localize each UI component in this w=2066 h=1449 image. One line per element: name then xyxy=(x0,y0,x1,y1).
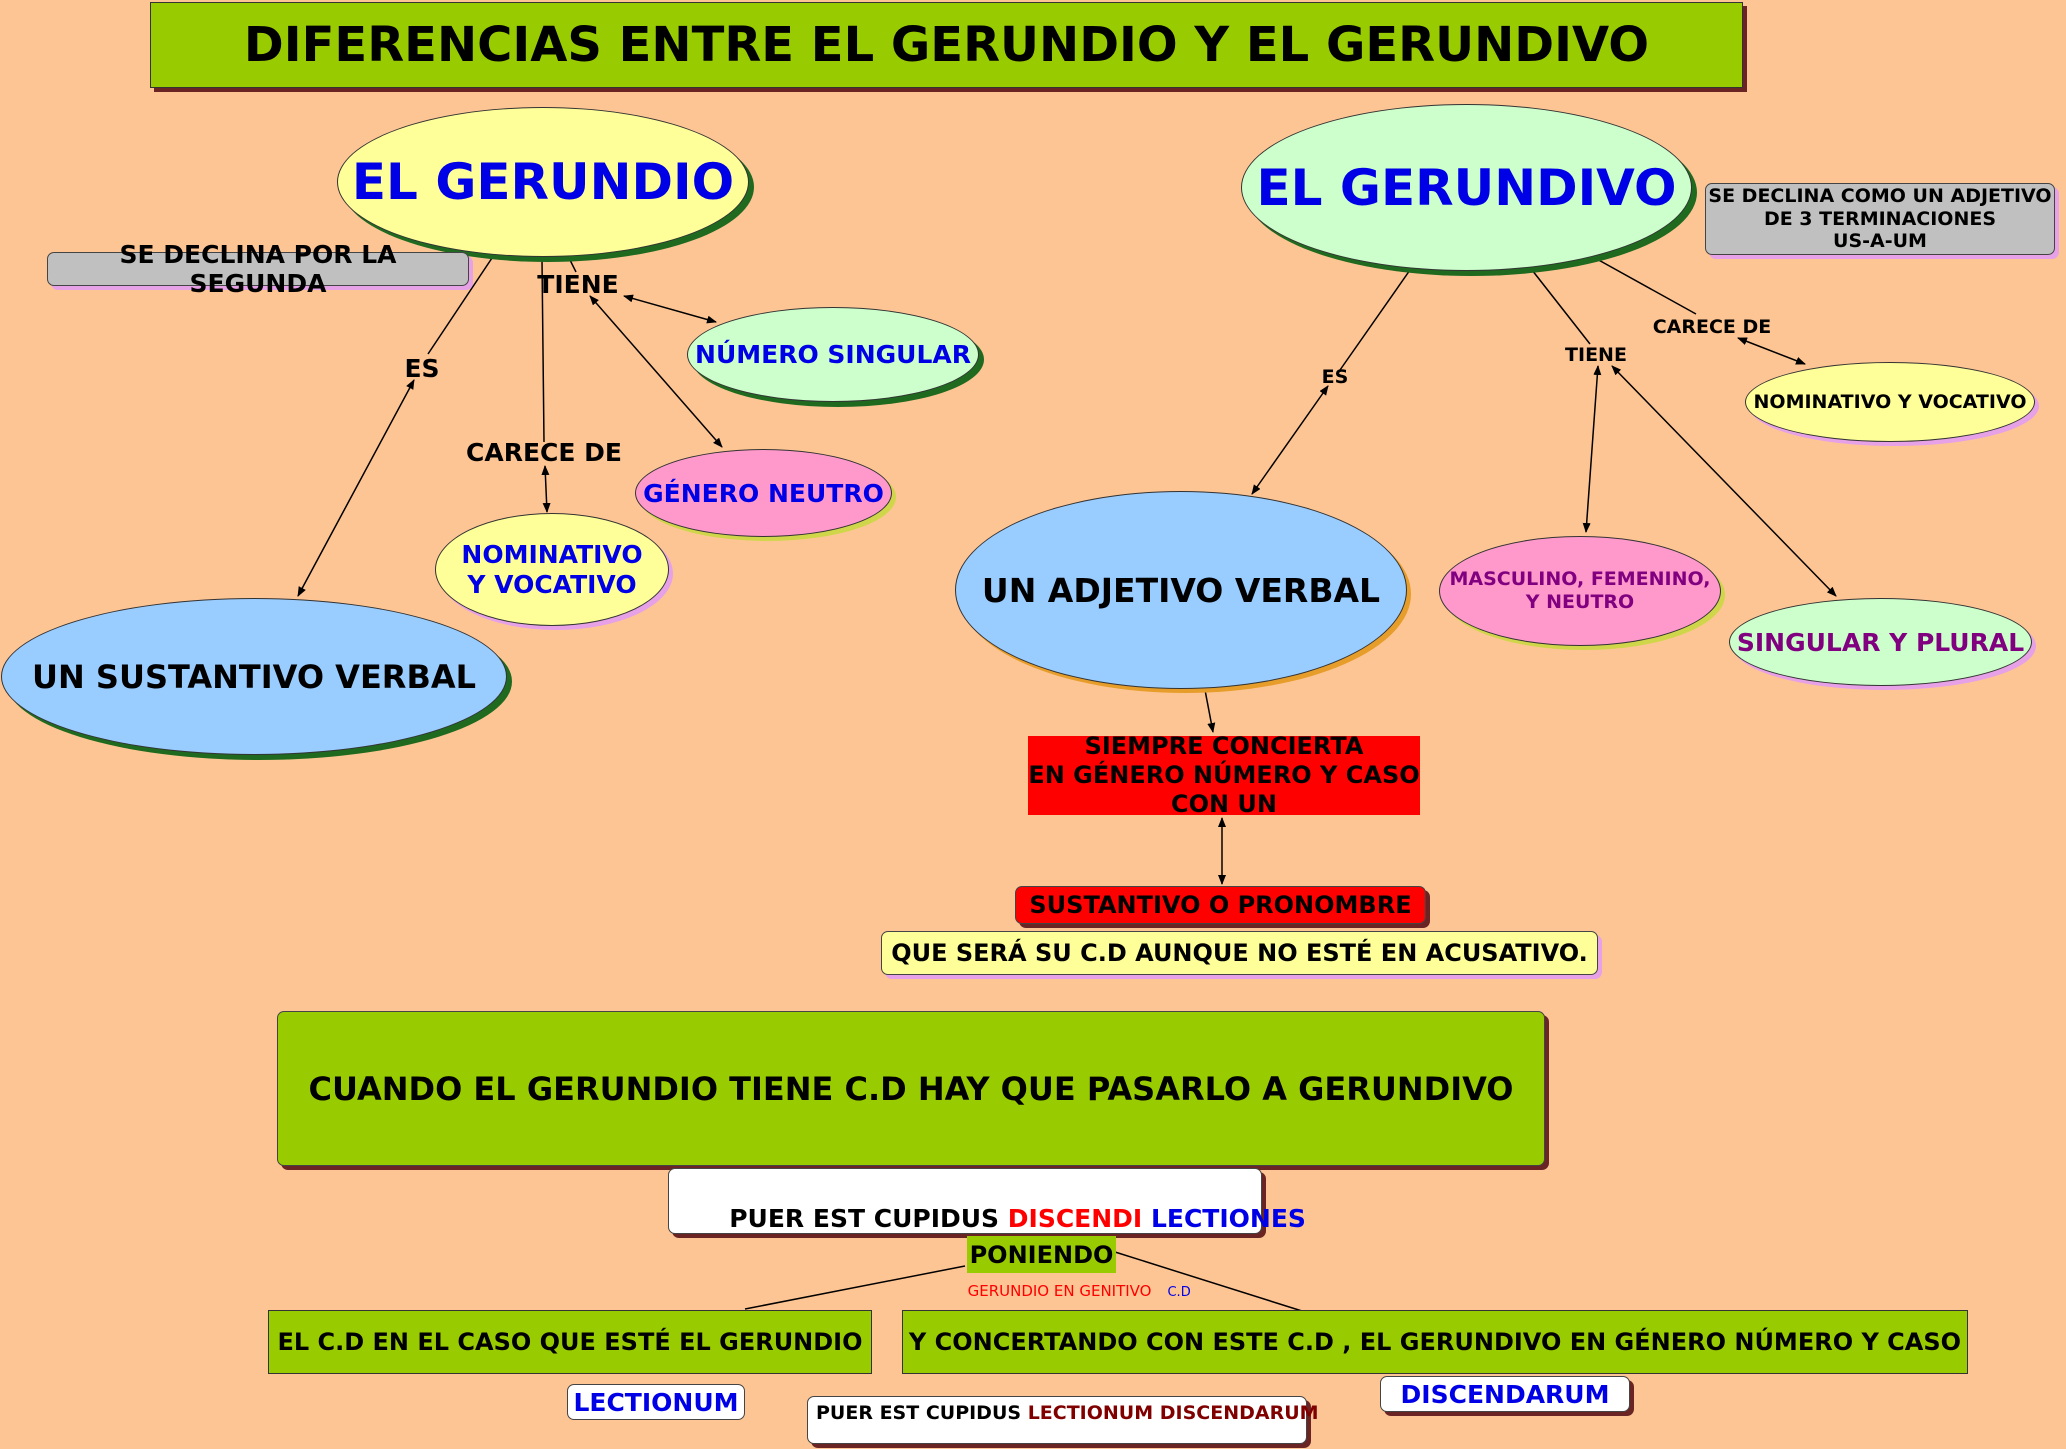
result-part2: LECTIONUM DISCENDARUM xyxy=(1027,1402,1319,1424)
gerundivo-declina-note: SE DECLINA COMO UN ADJETIVO DE 3 TERMINA… xyxy=(1705,183,2055,255)
gerundio-genero-text: GÉNERO NEUTRO xyxy=(643,478,884,508)
link-tiene-numero-gv xyxy=(1611,365,1837,597)
gerundio-numero-text: NÚMERO SINGULAR xyxy=(695,340,971,369)
gerundio-numero-node: NÚMERO SINGULAR xyxy=(687,307,979,402)
gerundivo-numero-text: SINGULAR Y PLURAL xyxy=(1736,627,2025,657)
gerundio-tiene-label: TIENE xyxy=(537,269,619,299)
poniendo-text: PONIENDO xyxy=(969,1240,1114,1269)
gerundivo-nominativo-node: NOMINATIVO Y VOCATIVO xyxy=(1745,362,2035,442)
gerundivo-nominativo-text: NOMINATIVO Y VOCATIVO xyxy=(1753,391,2027,413)
link-tiene-genero xyxy=(589,295,723,448)
example-lectiones: LECTIONES xyxy=(1142,1204,1306,1233)
gerundivo-genero-node: MASCULINO, FEMENINO, Y NEUTRO xyxy=(1439,536,1721,646)
link-tiene-genero-gv xyxy=(1582,365,1602,533)
rule-box: CUANDO EL GERUNDIO TIENE C.D HAY QUE PAS… xyxy=(277,1011,1545,1166)
link-poniendo-right xyxy=(1114,1251,1303,1312)
gerundio-sustantivo-node: UN SUSTANTIVO VERBAL xyxy=(1,598,507,755)
example-sentence: PUER EST CUPIDUS DISCENDI LECTIONES xyxy=(677,1175,1306,1262)
discendarum-text: DISCENDARUM xyxy=(1400,1379,1610,1409)
discendarum-box: DISCENDARUM xyxy=(1380,1376,1630,1412)
page-title-text: DIFERENCIAS ENTRE EL GERUNDIO Y EL GERUN… xyxy=(243,17,1650,73)
example-sub-gerundio: GERUNDIO EN GENITIVO xyxy=(967,1282,1152,1300)
gerundio-declina-text: SE DECLINA POR LA SEGUNDA xyxy=(119,240,397,298)
lectionum-text: LECTIONUM xyxy=(573,1387,739,1417)
gerundivo-adjetivo-text: UN ADJETIVO VERBAL xyxy=(981,570,1381,610)
rule-left-box: EL C.D EN EL CASO QUE ESTÉ EL GERUNDIO xyxy=(268,1310,872,1374)
gerundio-genero-node: GÉNERO NEUTRO xyxy=(635,449,892,537)
link-gerundio-es xyxy=(427,257,493,355)
gerundio-carece-label: CARECE DE xyxy=(466,437,622,467)
lectionum-box: LECTIONUM xyxy=(567,1384,745,1420)
poniendo-box: PONIENDO xyxy=(967,1236,1116,1273)
rule-right-text: Y CONCERTANDO CON ESTE C.D , EL GERUNDIV… xyxy=(908,1328,1962,1356)
gerundivo-genero-text: MASCULINO, FEMENINO, Y NEUTRO xyxy=(1449,568,1711,613)
gerundivo-numero-node: SINGULAR Y PLURAL xyxy=(1729,598,2032,686)
gerundio-es-label: ES xyxy=(404,353,440,383)
concierta-text: SIEMPRE CONCIERTA EN GÉNERO NÚMERO Y CAS… xyxy=(1028,732,1420,818)
link-gerundivo-tiene xyxy=(1531,269,1591,345)
link-adjetivo-concierta xyxy=(1204,689,1216,733)
gerundivo-declina-text: SE DECLINA COMO UN ADJETIVO DE 3 TERMINA… xyxy=(1708,184,2052,253)
example-discendi: DISCENDI xyxy=(1007,1204,1143,1233)
result-part1: PUER EST CUPIDUS xyxy=(816,1402,1028,1424)
concierta-box: SIEMPRE CONCIERTA EN GÉNERO NÚMERO Y CAS… xyxy=(1028,732,1420,818)
example-box: PUER EST CUPIDUS DISCENDI LECTIONES GERU… xyxy=(668,1168,1306,1300)
gerundio-nominativo-text: NOMINATIVO Y VOCATIVO xyxy=(461,539,643,599)
gerundivo-carece-label: CARECE DE xyxy=(1652,316,1772,338)
gerundio-node: EL GERUNDIO xyxy=(337,107,749,257)
rule-right-box: Y CONCERTANDO CON ESTE C.D , EL GERUNDIV… xyxy=(902,1310,1968,1374)
gerundivo-node: EL GERUNDIVO xyxy=(1241,104,1692,271)
rule-text: CUANDO EL GERUNDIO TIENE C.D HAY QUE PAS… xyxy=(308,1069,1514,1108)
example-part1: PUER EST CUPIDUS xyxy=(729,1204,1008,1233)
gerundivo-tiene-label: TIENE xyxy=(1565,344,1627,366)
example-sub-cd: C.D xyxy=(1167,1285,1191,1300)
rule-left-text: EL C.D EN EL CASO QUE ESTÉ EL GERUNDIO xyxy=(277,1328,863,1356)
result-box: PUER EST CUPIDUS LECTIONUM DISCENDARUM xyxy=(807,1396,1319,1444)
gerundio-sustantivo-text: UN SUSTANTIVO VERBAL xyxy=(32,657,476,696)
link-es-sustantivo xyxy=(297,379,415,597)
cd-note-text: QUE SERÁ SU C.D AUNQUE NO ESTÉ EN ACUSAT… xyxy=(891,939,1588,967)
link-gerundivo-carece xyxy=(1594,257,1697,315)
example-annotation: GERUNDIO EN GENITIVO C.D xyxy=(939,1264,1261,1318)
gerundivo-adjetivo-node: UN ADJETIVO VERBAL xyxy=(955,491,1407,689)
link-tiene-numero xyxy=(623,294,717,324)
page-title: DIFERENCIAS ENTRE EL GERUNDIO Y EL GERUN… xyxy=(150,2,1743,88)
gerundio-title: EL GERUNDIO xyxy=(351,153,735,211)
sustantivo-pronombre-text: SUSTANTIVO O PRONOMBRE xyxy=(1029,891,1412,919)
gerundio-declina-note: SE DECLINA POR LA SEGUNDA xyxy=(47,240,469,298)
link-carece-nominativo xyxy=(541,465,551,513)
sustantivo-pronombre-box: SUSTANTIVO O PRONOMBRE xyxy=(1015,886,1426,924)
gerundivo-es-label: ES xyxy=(1321,366,1349,388)
link-gerundio-carece xyxy=(541,259,545,443)
gerundivo-title: EL GERUNDIVO xyxy=(1256,158,1677,217)
cd-note-box: QUE SERÁ SU C.D AUNQUE NO ESTÉ EN ACUSAT… xyxy=(881,931,1598,975)
link-es-adjetivo xyxy=(1251,385,1329,495)
link-gerundivo-es xyxy=(1339,269,1411,371)
gerundio-nominativo-node: NOMINATIVO Y VOCATIVO xyxy=(435,513,669,626)
link-gerundio-tiene xyxy=(569,259,577,273)
link-poniendo-left xyxy=(744,1265,966,1310)
link-carece-nominativo-gv xyxy=(1737,337,1806,365)
